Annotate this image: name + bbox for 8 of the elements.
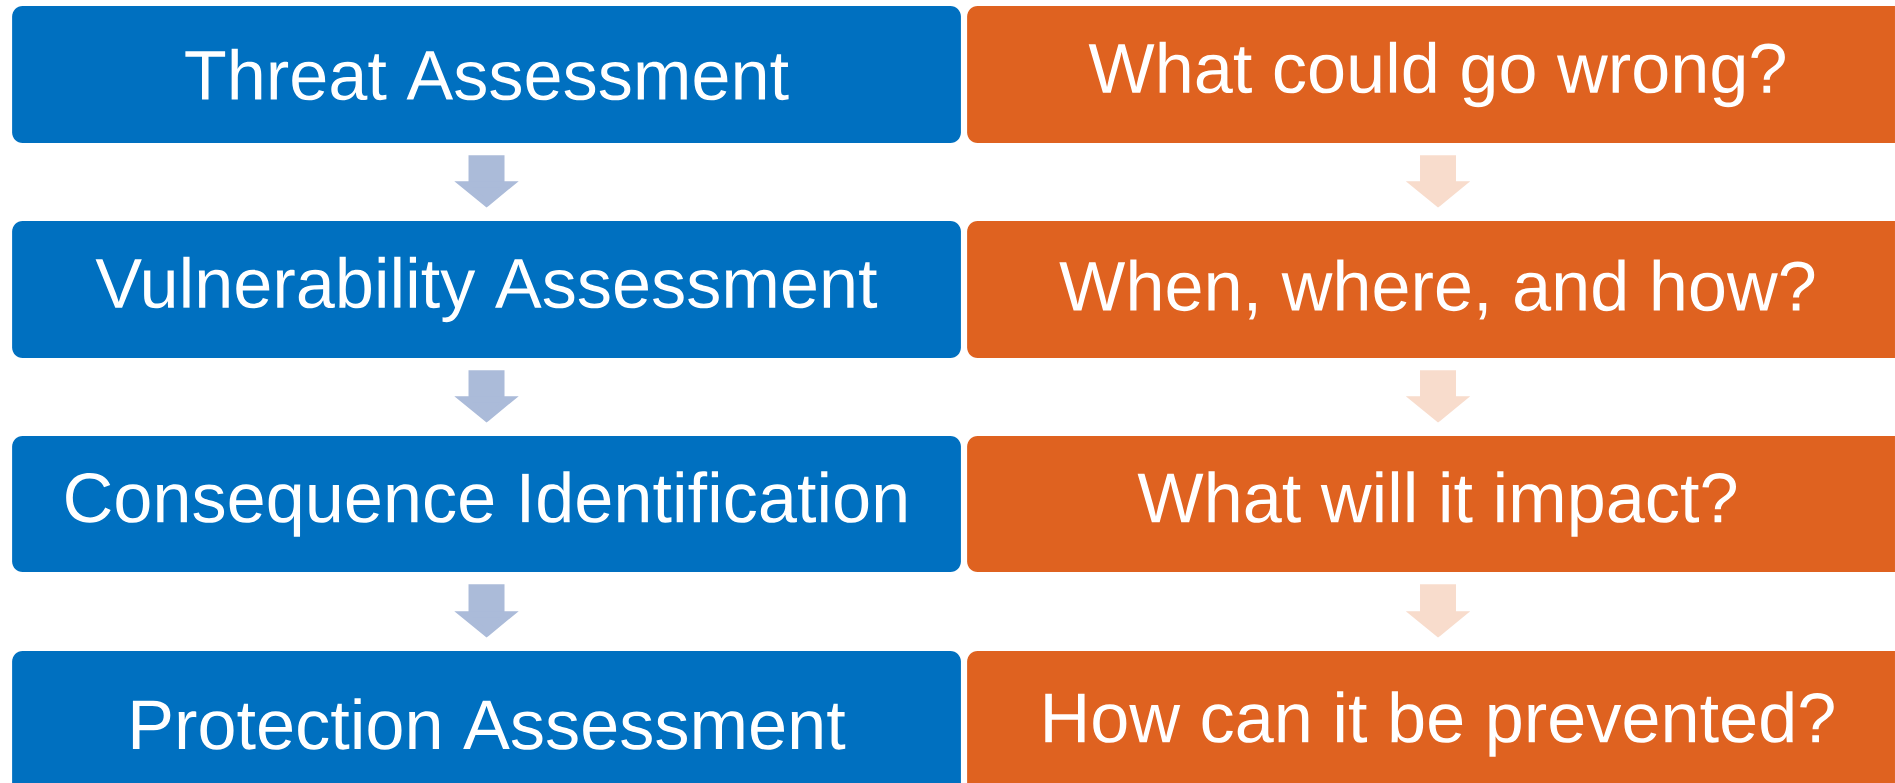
process-box: What will it impact? bbox=[967, 436, 1895, 572]
process-box: How can it be prevented? bbox=[967, 651, 1895, 783]
process-box: Threat Assessment bbox=[12, 6, 961, 143]
process-box: Vulnerability Assessment bbox=[12, 221, 961, 358]
process-box: When, where, and how? bbox=[967, 221, 1895, 358]
process-box: Consequence Identification bbox=[12, 436, 961, 572]
process-box: What could go wrong? bbox=[967, 6, 1895, 143]
process-box: Protection Assessment bbox=[12, 651, 961, 783]
